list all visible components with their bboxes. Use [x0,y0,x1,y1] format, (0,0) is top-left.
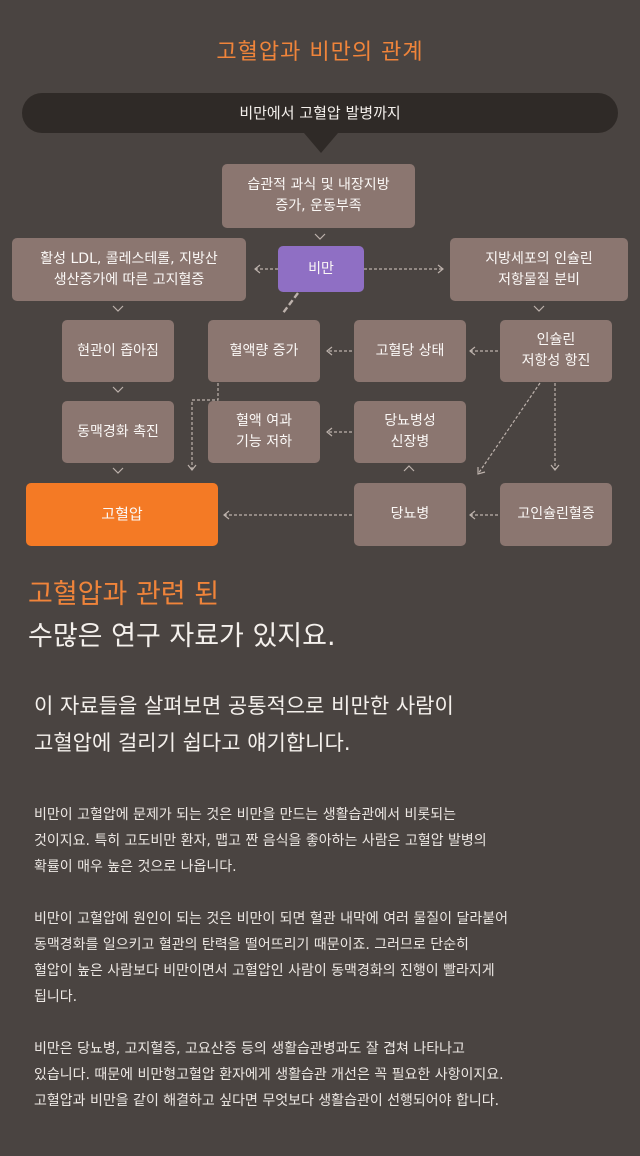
arrowhead-hypertension [223,510,230,520]
arrow-obesity-blood [282,292,299,314]
section-heading-white: 수많은 연구 자료가 있지요. [28,621,336,652]
node-obesity: 비만 [278,246,364,292]
chevron-fatcell [533,305,545,312]
node-filtration: 혈액 여과 기능 저하 [208,401,320,463]
arrow-blood-hypertension [191,383,219,470]
chevron-diabetes-up [403,465,415,472]
arrow-insulin-diabetes [477,382,541,475]
node-insulin-resist: 인슐린 저항성 항진 [500,320,612,382]
paragraph-1: 비만이 고혈압에 문제가 되는 것은 비만을 만드는 생활습관에서 비롯되는 것… [34,807,487,875]
flow-connectors [112,233,560,520]
node-glucose: 고혈당 상태 [354,320,466,382]
lead-text: 이 자료들을 살펴보면 공통적으로 비만한 사람이 고혈압에 걸리기 쉽다고 얘… [34,694,454,755]
node-narrow: 현관이 좁아짐 [62,320,174,382]
chevron-narrow [112,386,124,393]
banner-pointer [304,133,338,153]
arrowhead-filter [326,427,333,437]
chevron-athero [112,467,124,474]
node-ldl: 활성 LDL, 콜레스테롤, 지방산 생산증가에 따른 고지혈증 [12,238,246,301]
arrowhead-blood [326,346,333,356]
arrowhead-diabetes2 [469,510,476,520]
arrowhead-hyperinsulin [550,464,560,471]
page-title: 고혈압과 비만의 관계 [216,40,424,65]
arrowhead-fatcell [437,264,444,274]
arrowhead-glucose [469,346,476,356]
flow-banner: 비만에서 고혈압 발병까지 [22,93,618,133]
section-heading-orange: 고혈압과 관련 된 [28,579,220,610]
node-hypertension: 고혈압 [26,483,218,546]
node-hyperinsulin: 고인슐린혈증 [500,483,612,546]
node-fat-cell: 지방세포의 인슐린 저항물질 분비 [450,238,628,301]
chevron-ldl [112,305,124,312]
node-nephropathy: 당뇨병성 신장병 [354,401,466,463]
paragraph-3: 비만은 당뇨병, 고지혈증, 고요산증 등의 생활습관병과도 잘 겹쳐 나타나고… [34,1041,504,1109]
arrowhead-diabetes [477,467,486,475]
node-atherosclerosis: 동맥경화 촉진 [62,401,174,463]
node-blood-volume: 혈액량 증가 [208,320,320,382]
arrowhead-ldl [254,264,261,274]
arrowhead-hyp-vert [187,464,197,471]
node-diabetes: 당뇨병 [354,483,466,546]
node-habit: 습관적 과식 및 내장지방 증가, 운동부족 [222,164,415,228]
chevron-habit [314,233,326,240]
paragraph-2: 비만이 고혈압에 원인이 되는 것은 비만이 되면 혈관 내막에 여러 물질이 … [34,911,508,1005]
